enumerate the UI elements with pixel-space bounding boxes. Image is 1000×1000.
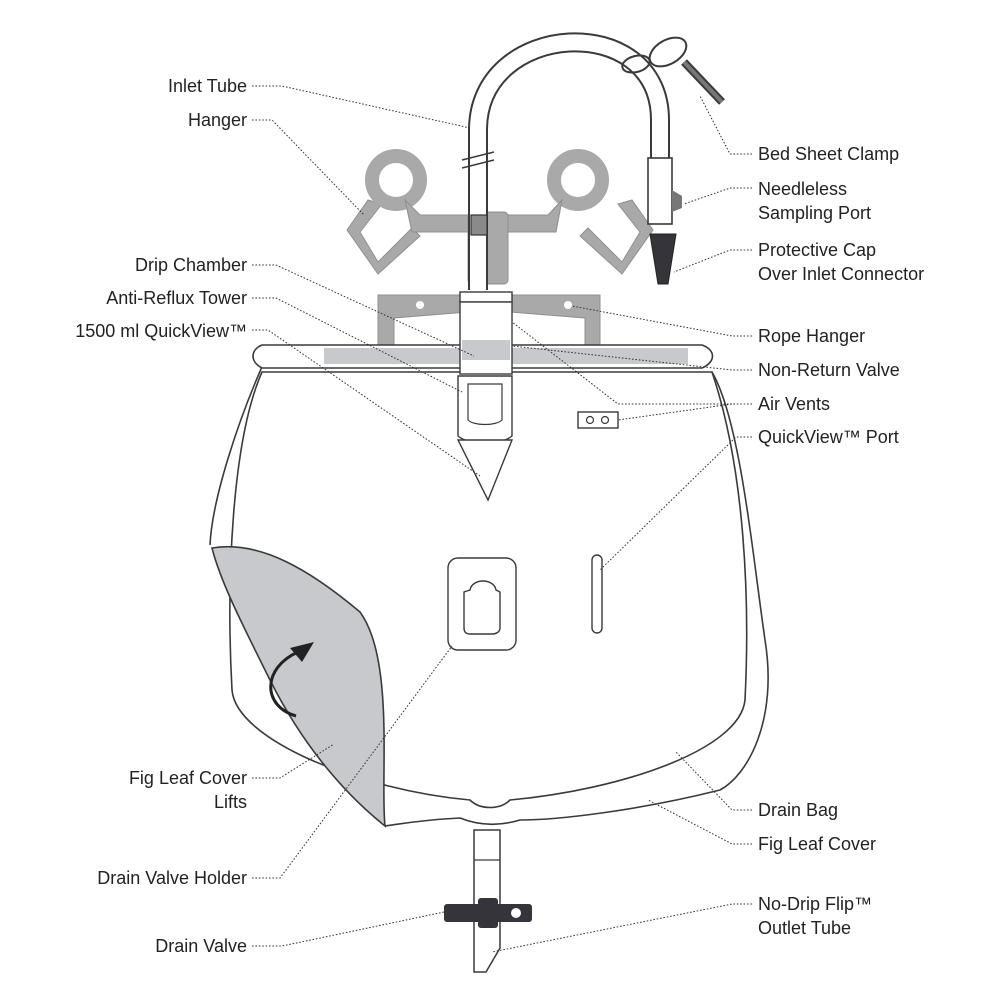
label-inlet-tube: Inlet Tube — [168, 76, 247, 96]
anti-reflux-tower-inner — [467, 383, 503, 426]
inlet-tube — [461, 32, 670, 290]
label-drain-valve-holder: Drain Valve Holder — [97, 868, 247, 888]
label-drain-valve: Drain Valve — [155, 936, 247, 956]
rope-hanger-hole-right — [564, 301, 572, 309]
label-fig-leaf-cover: Fig Leaf Cover — [758, 834, 876, 854]
label-drain-bag: Drain Bag — [758, 800, 838, 820]
drain-bag — [229, 371, 748, 809]
rope-hanger-hole-left — [416, 301, 424, 309]
quickview-cone — [456, 439, 514, 502]
label-non-return-valve: Non-Return Valve — [758, 360, 900, 380]
bed-sheet-clamp — [621, 36, 725, 105]
air-vent-left — [585, 415, 595, 425]
label-fig-leaf-lifts-1: Fig Leaf Cover — [129, 768, 247, 788]
label-no-drip-1: No-Drip Flip™ — [758, 894, 872, 914]
label-quickview-1500: 1500 ml QuickView™ — [75, 321, 247, 341]
label-protective-cap-1: Protective Cap — [758, 240, 876, 260]
tube-connector — [470, 214, 488, 236]
label-needleless-1: Needleless — [758, 179, 847, 199]
label-quickview-port: QuickView™ Port — [758, 427, 899, 447]
air-vent-right — [600, 415, 610, 425]
quickview-port — [591, 554, 603, 634]
drip-chamber — [459, 301, 513, 375]
label-bed-sheet-clamp: Bed Sheet Clamp — [758, 144, 899, 164]
label-anti-reflux-tower: Anti-Reflux Tower — [106, 288, 247, 308]
drip-chamber-top — [459, 291, 513, 303]
label-hanger: Hanger — [188, 110, 247, 130]
air-vents-box — [577, 411, 619, 429]
drain-valve — [444, 898, 532, 928]
label-fig-leaf-lifts-2: Lifts — [214, 792, 247, 812]
label-needleless-2: Sampling Port — [758, 203, 871, 223]
lift-arrow-icon — [269, 642, 314, 718]
fig-leaf-cover-flap — [211, 546, 387, 828]
drain-valve-holder-inner — [463, 580, 501, 635]
label-air-vents: Air Vents — [758, 394, 830, 414]
label-drip-chamber: Drip Chamber — [135, 255, 247, 275]
leader-lines — [252, 85, 752, 953]
fig-leaf-cover-outline — [209, 359, 769, 827]
label-no-drip-2: Outlet Tube — [758, 918, 851, 938]
needleless-sampling-port — [672, 190, 682, 212]
label-protective-cap-2: Over Inlet Connector — [758, 264, 924, 284]
protective-cap — [649, 233, 677, 285]
drip-chamber-window — [462, 340, 510, 360]
sampling-port-body — [647, 157, 673, 225]
label-rope-hanger: Rope Hanger — [758, 326, 865, 346]
